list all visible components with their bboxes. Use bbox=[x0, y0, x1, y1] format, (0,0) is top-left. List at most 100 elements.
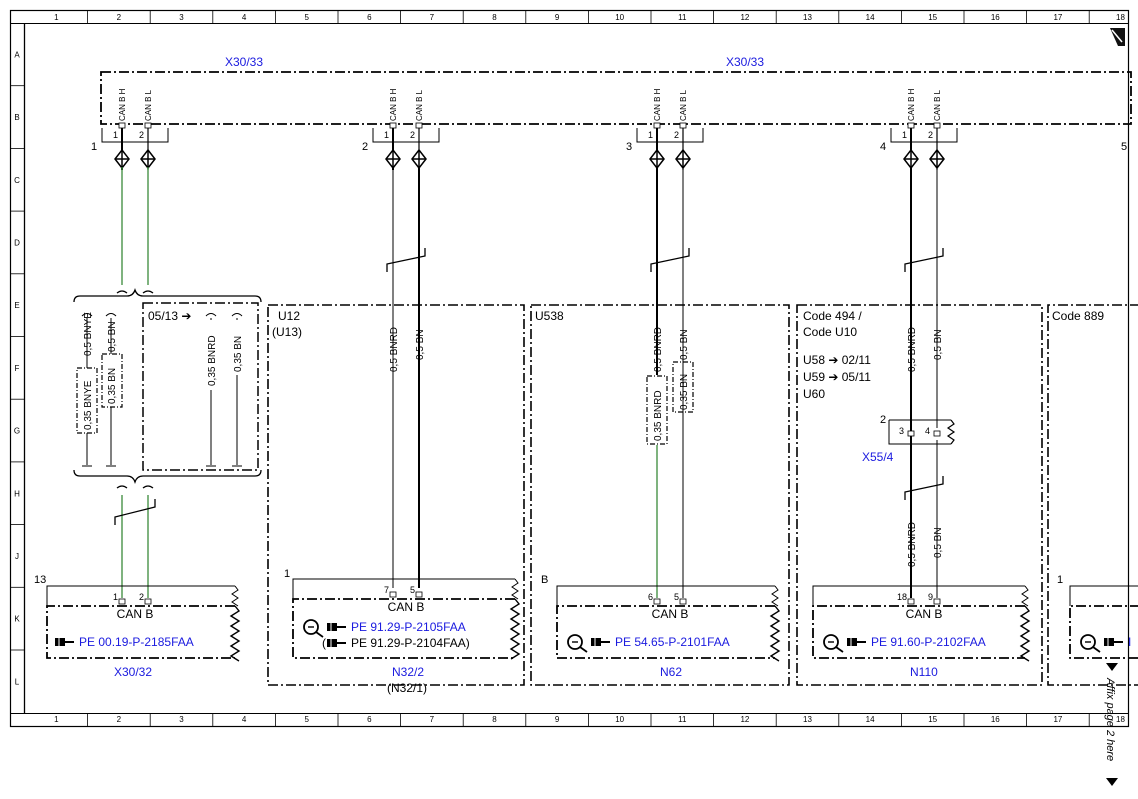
wire-label: 0,5 BN bbox=[107, 321, 118, 352]
housing-header-n62: U538 bbox=[535, 309, 564, 323]
pin-label: CAN B L bbox=[679, 89, 688, 121]
arrow-right-icon: ➔ bbox=[178, 309, 191, 323]
module-name-n32-2: N32/2 bbox=[392, 665, 424, 679]
grid-column-label: 4 bbox=[242, 13, 247, 22]
reference-link[interactable]: PE 91.29-P-2105FAA bbox=[351, 620, 466, 634]
reference-alt-link[interactable]: PE 91.29-P-2104FAA) bbox=[351, 636, 470, 650]
grid-column-label: 2 bbox=[117, 715, 122, 724]
arrow-right-icon: ➔ bbox=[825, 353, 842, 367]
twisted-pair-markers bbox=[114, 248, 944, 525]
wire-label: 0,35 BN bbox=[233, 336, 244, 372]
grid-column-label: 6 bbox=[367, 13, 372, 22]
pin-number: 5 bbox=[674, 592, 679, 602]
control-unit-icon bbox=[1080, 634, 1101, 653]
pin-number: 6 bbox=[648, 592, 653, 602]
reference-link[interactable]: PE 54.65-P-2101FAA bbox=[615, 635, 730, 649]
diamond-connector-icon bbox=[114, 148, 130, 170]
pin-number: 1 bbox=[384, 130, 389, 140]
housing-header-n110: Code 494 / bbox=[803, 309, 862, 323]
wire-label: 0,5 BN bbox=[933, 527, 944, 558]
grid-column-label: 18 bbox=[1116, 13, 1125, 22]
control-unit-icon bbox=[567, 634, 588, 653]
grid-column-label: 11 bbox=[678, 13, 687, 22]
bus-connector-x30-33 bbox=[100, 71, 1132, 125]
wire-label: 0,35 BN bbox=[107, 368, 118, 404]
module-name-n32-1: (N32/1) bbox=[387, 681, 427, 695]
svg-text:U58 ➔ 02/11: U58 ➔ 02/11 bbox=[803, 353, 871, 367]
grid-column-label: 10 bbox=[615, 715, 624, 724]
bus-node-number-5: 5 bbox=[1121, 141, 1127, 153]
connector-x55-label: X55/4 bbox=[862, 450, 894, 464]
pin-label: CAN B H bbox=[389, 88, 398, 121]
grid-column-label: 8 bbox=[492, 715, 497, 724]
wire-runs bbox=[121, 167, 938, 598]
grid-column-label: 1 bbox=[54, 13, 59, 22]
bus-label-left: X30/33 bbox=[225, 55, 263, 69]
bus-label-right: X30/33 bbox=[726, 55, 764, 69]
grid-column-label: 3 bbox=[179, 715, 184, 724]
control-unit-icon bbox=[303, 619, 324, 638]
reference-link[interactable]: PE 91.60-P-2102FAA bbox=[871, 635, 986, 649]
bus-node-number: 4 bbox=[880, 141, 886, 153]
grid-column-label: 1 bbox=[54, 715, 59, 724]
wire-label: 0,35 BNYE bbox=[83, 380, 94, 430]
pointing-hand-icon bbox=[327, 623, 346, 631]
module-name-n110: N110 bbox=[910, 665, 938, 679]
grid-column-label: 8 bbox=[492, 13, 497, 22]
triangle-down-icon bbox=[1106, 778, 1118, 786]
bus-node-number: 1 bbox=[91, 141, 97, 153]
reference-link[interactable]: PE 00.19-P-2185FAA bbox=[79, 635, 194, 649]
bus-label: CAN B bbox=[388, 600, 425, 614]
bus-node-number: 3 bbox=[626, 141, 632, 153]
grid-row-label: C bbox=[14, 176, 20, 185]
variant-bracket bbox=[73, 287, 262, 489]
diamond-connector-icon bbox=[411, 148, 427, 170]
grid-column-label: 18 bbox=[1116, 715, 1125, 724]
bus-node-number: 2 bbox=[362, 141, 368, 153]
svg-text:U60: U60 bbox=[803, 387, 825, 401]
module-name-n62: N62 bbox=[660, 665, 682, 679]
pin-label: CAN B L bbox=[933, 89, 942, 121]
pin-number: 2 bbox=[410, 130, 415, 140]
pin-number: 5 bbox=[410, 585, 415, 595]
diamond-connector-icon bbox=[675, 148, 691, 170]
variant-notes: U58 ➔ 02/11 U59 ➔ 05/11 U60 bbox=[803, 353, 871, 401]
grid-column-label: 15 bbox=[928, 715, 937, 724]
component-corner-number: 13 bbox=[34, 574, 46, 586]
pin-label: CAN B H bbox=[118, 88, 127, 121]
wire-labels: 0,5 BNYE 0,5 BN 0,35 BNYE 0,35 BN 0,35 B… bbox=[83, 312, 944, 567]
grid-column-label: 7 bbox=[430, 715, 435, 724]
wire-label: 0,5 BNRD bbox=[907, 327, 918, 372]
bus-label: CAN B bbox=[906, 607, 943, 621]
reference-link[interactable]: I bbox=[1128, 635, 1131, 649]
module-housings bbox=[267, 304, 1138, 686]
housing-header-n110-alt: Code U10 bbox=[803, 325, 857, 339]
pin-number: 18 bbox=[897, 592, 907, 602]
wire-label: 0,5 BNYE bbox=[83, 312, 94, 356]
bus-label: CAN B bbox=[652, 607, 689, 621]
grid-column-label: 12 bbox=[740, 13, 749, 22]
svg-text:2: 2 bbox=[880, 414, 886, 426]
pin-number: 1 bbox=[902, 130, 907, 140]
grid-column-label: 5 bbox=[304, 13, 309, 22]
grid-column-label: 14 bbox=[866, 715, 875, 724]
diamond-connector-icon bbox=[385, 148, 401, 170]
pin-number: 7 bbox=[384, 585, 389, 595]
grid-row-label: J bbox=[15, 552, 19, 561]
component-corner-number: 1 bbox=[1057, 574, 1063, 586]
grid-row-label: L bbox=[15, 677, 20, 686]
housing-header-n32-alt: (U13) bbox=[272, 325, 302, 339]
grid-column-label: 4 bbox=[242, 715, 247, 724]
grid-row-label: G bbox=[14, 427, 20, 436]
grid-column-label: 12 bbox=[740, 715, 749, 724]
